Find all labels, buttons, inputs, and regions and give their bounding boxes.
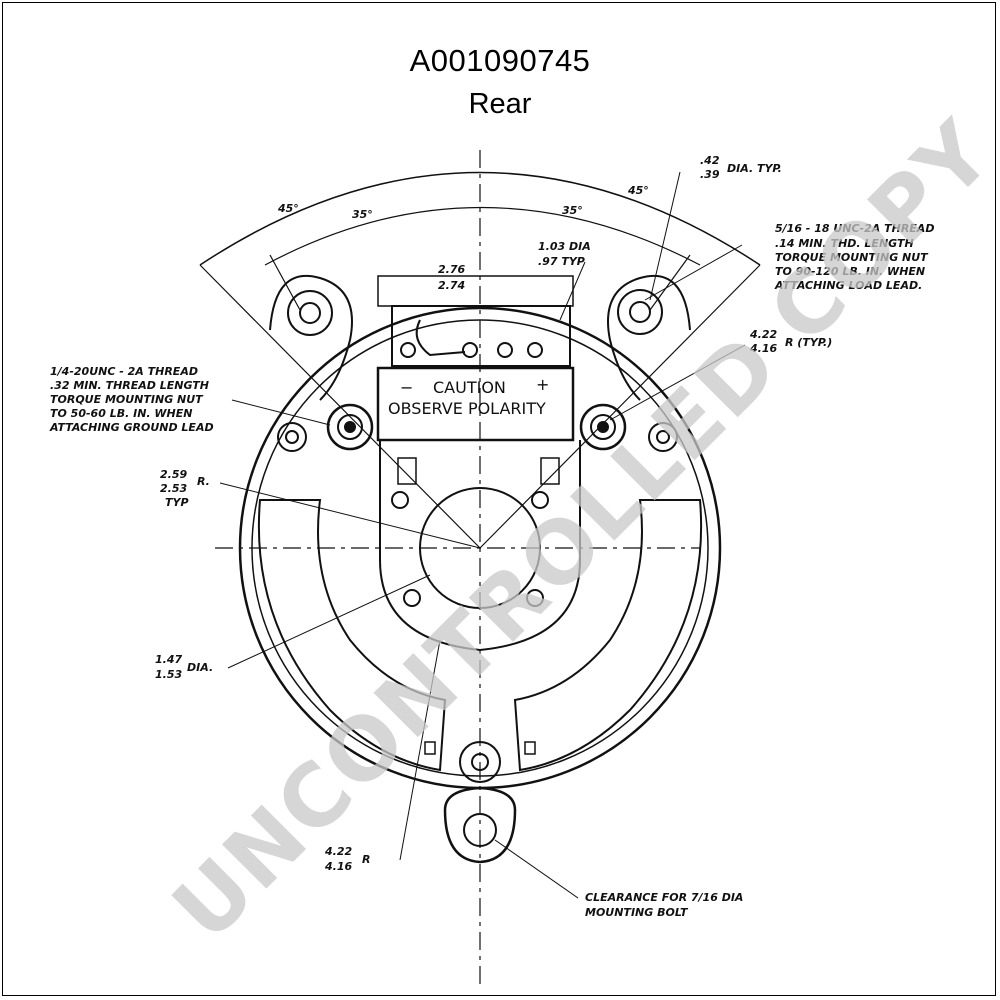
observe-polarity-label: OBSERVE POLARITY <box>388 399 546 418</box>
angle-arc-inner <box>264 206 701 266</box>
left-mount-ear <box>269 274 353 401</box>
clearance-note-line-2: MOUNTING BOLT <box>585 906 689 919</box>
load-thread-line-3: TORQUE MOUNTING NUT <box>775 251 929 264</box>
angle-35-left: 35° <box>352 208 373 221</box>
bottom-radius-top: 4.22 <box>324 845 352 858</box>
load-thread-line-4: TO 90-120 LB. IN. WHEN <box>775 265 925 278</box>
terminal-block <box>391 305 571 367</box>
radius-top: 4.22 <box>749 328 777 341</box>
angle-35-right: 35° <box>562 204 583 217</box>
caution-label: CAUTION <box>433 378 506 397</box>
center-dia-bottom: 1.53 <box>155 668 182 681</box>
ground-thread-line-2: .32 MIN. THREAD LENGTH <box>50 379 209 392</box>
uncontrolled-copy-watermark: UNCONTROLLED COPY <box>154 102 1000 960</box>
right-45-leader <box>479 264 761 549</box>
radius-bottom: 4.16 <box>749 342 777 355</box>
hole-dia-top: .42 <box>700 154 720 167</box>
center-dia-top: 1.47 <box>155 653 182 666</box>
stud-dia-top: 1.03 DIA <box>538 240 591 253</box>
angle-45-right: 45° <box>627 184 649 197</box>
load-thread-line-2: .14 MIN. THD. LENGTH <box>775 237 914 250</box>
r-dimension-bottom: 2.53 <box>160 482 187 495</box>
polarity-minus: − <box>400 378 413 397</box>
angle-45-left: 45° <box>277 202 299 215</box>
r-dimension-top: 2.59 <box>160 468 187 481</box>
width-dimension-bottom: 2.74 <box>438 279 465 292</box>
shaft-boss <box>419 487 541 609</box>
terminal-dimension-box <box>377 275 574 307</box>
right-vent-band <box>513 499 703 772</box>
ground-thread-line-1: 1/4-20UNC - 2A THREAD <box>50 365 198 378</box>
clearance-note-line-1: CLEARANCE FOR 7/16 DIA <box>585 891 743 904</box>
center-dia-suffix: DIA. <box>187 661 213 674</box>
polarity-plus: + <box>536 375 549 394</box>
part-number-title: A001090745 <box>409 43 591 78</box>
load-thread-line-1: 5/16 - 18 UNC-2A THREAD <box>775 222 934 235</box>
ground-thread-line-4: TO 50-60 LB. IN. WHEN <box>50 407 192 420</box>
width-dimension-top: 2.76 <box>438 263 465 276</box>
left-vent-band <box>257 499 447 772</box>
hole-dia-bottom: .39 <box>700 168 720 181</box>
ground-thread-line-3: TORQUE MOUNTING NUT <box>50 393 204 406</box>
bottom-radius-bottom: 4.16 <box>324 860 352 873</box>
hole-dia-suffix: DIA. TYP. <box>727 162 782 175</box>
bottom-radius-suffix: R <box>362 853 370 866</box>
view-subtitle: Rear <box>468 88 532 120</box>
ground-thread-line-5: ATTACHING GROUND LEAD <box>49 421 214 434</box>
angle-arc-outer <box>199 171 761 266</box>
radius-suffix: R (TYP.) <box>785 336 832 349</box>
caution-plate <box>376 366 575 442</box>
r-dimension-suffix: R. <box>197 475 210 488</box>
r-dimension-typ: TYP <box>165 496 189 509</box>
bottom-mount-lug <box>443 786 517 864</box>
right-mount-ear <box>607 274 691 401</box>
load-thread-line-5: ATTACHING LOAD LEAD. <box>774 279 922 292</box>
stud-dia-bottom: .97 TYP <box>538 255 585 268</box>
